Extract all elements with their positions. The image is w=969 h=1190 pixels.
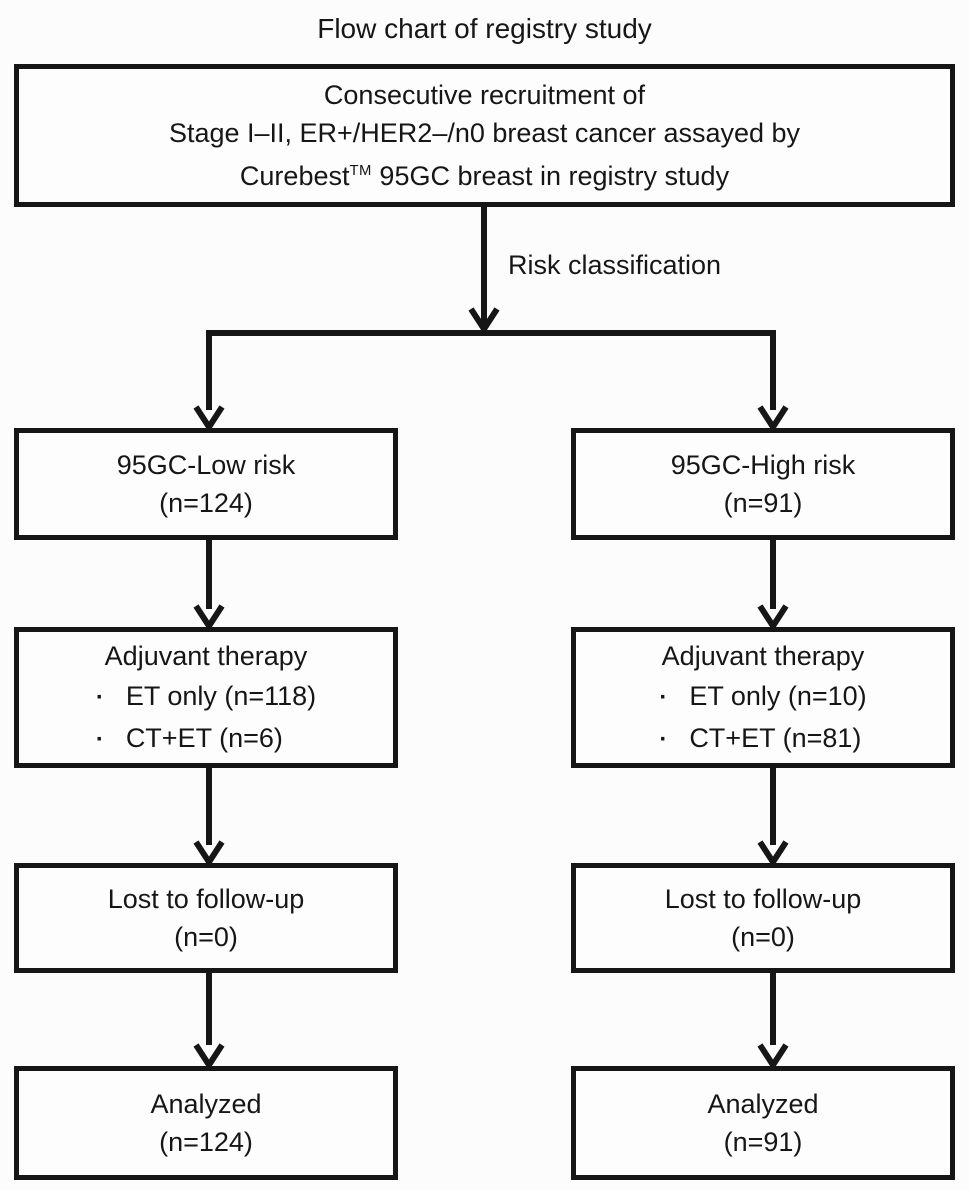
risk-classification-label: Risk classification — [508, 250, 722, 280]
recruitment-line-2: Stage I–II, ER+/HER2–/n0 breast cancer a… — [168, 118, 801, 148]
stem-arrow-icon — [468, 207, 500, 335]
low-risk-count: (n=124) — [159, 488, 253, 518]
bullet-icon: · — [659, 725, 668, 753]
lost-left-count: (n=0) — [174, 922, 238, 952]
recruitment-line-1: Consecutive recruitment of — [323, 80, 646, 110]
adjuvant-left-items: · ET only (n=118) · CT+ET (n=6) — [96, 676, 316, 760]
analyzed-right-title: Analyzed — [707, 1089, 819, 1119]
list-item: · ET only (n=10) — [659, 676, 866, 718]
analyzed-right-count: (n=91) — [723, 1127, 803, 1157]
left-lost-to-analyzed-arrow-icon — [193, 972, 225, 1071]
adjuvant-right-items: · ET only (n=10) · CT+ET (n=81) — [659, 676, 866, 760]
low-risk-title: 95GC-Low risk — [116, 450, 296, 480]
lost-right-count: (n=0) — [731, 922, 795, 952]
adjuvant-left-item-2: CT+ET (n=6) — [125, 722, 283, 753]
box-lost-right: Lost to follow-up (n=0) — [571, 863, 955, 973]
figure-title: Flow chart of registry study — [317, 13, 652, 44]
left-adjuvant-to-lost-arrow-icon — [193, 768, 225, 868]
bullet-icon: · — [659, 683, 668, 711]
trademark-superscript: TM — [349, 163, 372, 179]
curebest-name: Curebest — [239, 161, 350, 191]
adjuvant-left-item-1: ET only (n=118) — [125, 680, 317, 711]
right-drop-arrow-icon — [757, 333, 789, 433]
adjuvant-right-item-2: CT+ET (n=81) — [689, 722, 862, 753]
right-risk-to-adjuvant-arrow-icon — [757, 540, 789, 632]
box-adjuvant-right: Adjuvant therapy · ET only (n=10) · CT+E… — [571, 627, 955, 768]
list-item: · CT+ET (n=6) — [96, 718, 316, 760]
adjuvant-right-title: Adjuvant therapy — [661, 640, 865, 671]
left-risk-to-adjuvant-arrow-icon — [193, 540, 225, 632]
left-drop-arrow-icon — [193, 333, 225, 433]
analyzed-left-title: Analyzed — [150, 1089, 262, 1119]
high-risk-count: (n=91) — [723, 488, 803, 518]
adjuvant-left-title: Adjuvant therapy — [104, 640, 308, 671]
list-item: · ET only (n=118) — [96, 676, 316, 718]
analyzed-left-count: (n=124) — [159, 1127, 253, 1157]
box-low-risk: 95GC-Low risk (n=124) — [14, 428, 398, 540]
box-analyzed-right: Analyzed (n=91) — [571, 1066, 955, 1180]
recruitment-line-3: CurebestTM 95GC breast in registry study — [19, 152, 950, 195]
box-recruitment: Consecutive recruitment of Stage I–II, E… — [14, 64, 955, 207]
box-high-risk: 95GC-High risk (n=91) — [571, 428, 955, 540]
box-adjuvant-left: Adjuvant therapy · ET only (n=118) · CT+… — [14, 627, 398, 768]
right-lost-to-analyzed-arrow-icon — [757, 972, 789, 1071]
adjuvant-right-item-1: ET only (n=10) — [689, 680, 867, 711]
bullet-icon: · — [95, 683, 104, 711]
right-adjuvant-to-lost-arrow-icon — [757, 768, 789, 868]
list-item: · CT+ET (n=81) — [659, 718, 866, 760]
box-analyzed-left: Analyzed (n=124) — [14, 1066, 398, 1180]
high-risk-title: 95GC-High risk — [670, 450, 856, 480]
lost-left-title: Lost to follow-up — [107, 884, 305, 914]
lost-right-title: Lost to follow-up — [664, 884, 862, 914]
bullet-icon: · — [95, 725, 104, 753]
curebest-line-rest: 95GC breast in registry study — [371, 161, 730, 191]
box-lost-left: Lost to follow-up (n=0) — [14, 863, 398, 973]
